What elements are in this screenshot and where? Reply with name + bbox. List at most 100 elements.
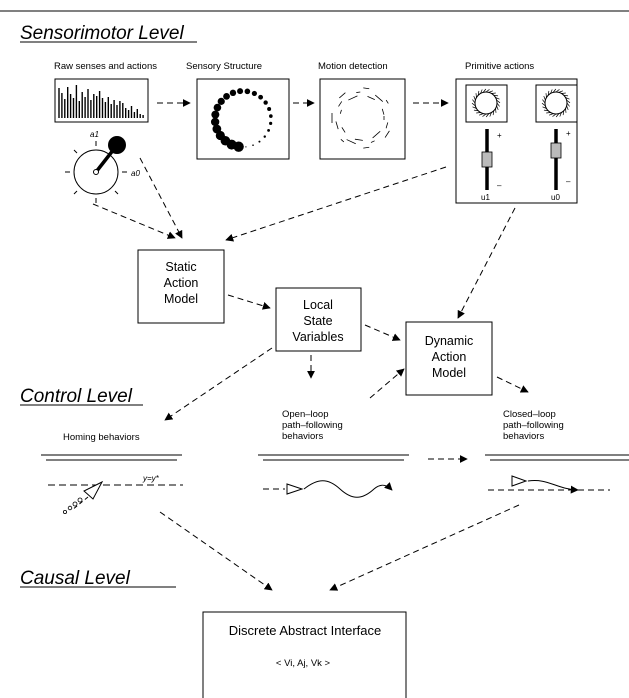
slider-u1: + – u1 xyxy=(481,129,502,202)
local-state-line-3: Variables xyxy=(292,330,343,344)
motion-vector xyxy=(385,122,389,129)
motion-vector xyxy=(367,95,375,101)
sensory-dot xyxy=(244,88,251,95)
slider-u0-label: u0 xyxy=(551,193,560,202)
sensory-dot xyxy=(213,103,222,112)
flow-tick xyxy=(543,96,546,101)
flow-tick xyxy=(555,113,560,118)
sensory-dot xyxy=(269,114,273,118)
primitive-actions-label: Primitive actions xyxy=(465,61,534,72)
homing-behaviors-label: Homing behaviors xyxy=(63,432,140,443)
dynamic-model-line-2: Action xyxy=(432,350,467,364)
motion-flow-field xyxy=(331,87,390,149)
flow-tick xyxy=(566,99,571,104)
flow-tick xyxy=(482,88,487,93)
arrow-homing-to-interface xyxy=(159,511,273,591)
motion-vector xyxy=(385,99,389,104)
sensory-dot xyxy=(245,146,247,148)
interface-tuple: < Vi, Aj, Vk > xyxy=(276,658,331,669)
open-loop-line-2: path–following xyxy=(282,420,343,431)
sensory-dot xyxy=(229,89,237,97)
arrow-dynamic-to-closedloop xyxy=(496,376,529,393)
raw-senses-histogram xyxy=(58,85,144,118)
sensory-dot xyxy=(252,144,254,146)
flow-tick xyxy=(482,113,487,117)
flow-tick xyxy=(489,112,492,117)
sensory-dot xyxy=(263,135,266,138)
flow-tick xyxy=(542,99,546,104)
flow-tick xyxy=(565,97,570,100)
homing-sketch: y=y* xyxy=(48,474,183,514)
flow-tick xyxy=(480,89,483,94)
dynamic-model-line-1: Dynamic xyxy=(425,334,474,348)
interface-box xyxy=(202,611,407,698)
flow-tick xyxy=(543,109,549,112)
motion-vector xyxy=(338,101,343,107)
sensory-ring xyxy=(210,88,273,152)
sensory-dot xyxy=(251,90,257,97)
causal-arrows xyxy=(159,504,520,591)
flow-tick xyxy=(549,113,554,116)
dial-pivot xyxy=(93,169,99,175)
sensorimotor-level-title: Sensorimotor Level xyxy=(20,23,184,44)
closed-loop-line-1: Closed–loop xyxy=(503,409,556,420)
slider-u0-handle xyxy=(550,142,562,159)
dial-knob xyxy=(108,136,126,154)
local-state-line-2: State xyxy=(303,314,332,328)
sensory-structure-label: Sensory Structure xyxy=(186,61,262,72)
slider-u0-plus: + xyxy=(566,129,571,138)
open-loop-path xyxy=(303,480,393,498)
dynamic-model-line-3: Model xyxy=(432,366,466,380)
motion-detection-panel xyxy=(319,78,406,160)
slider-u1-handle xyxy=(481,151,493,168)
action-dial: a1 a0 xyxy=(65,130,140,203)
dial-a0-label: a0 xyxy=(131,169,140,178)
flow-tick xyxy=(479,113,484,116)
flow-tick xyxy=(496,105,499,110)
sensory-dot xyxy=(212,124,222,134)
primitive-u0-flow-ring xyxy=(541,88,571,118)
closed-loop-robot-icon xyxy=(511,475,528,487)
arrow-primitive-to-dynamic xyxy=(457,207,516,319)
slider-u1-plus: + xyxy=(497,131,502,140)
flow-tick xyxy=(485,89,490,93)
sensory-dot xyxy=(237,88,244,95)
flow-tick xyxy=(492,110,495,116)
homing-trail xyxy=(63,497,83,514)
sensory-dot xyxy=(258,94,264,100)
flow-tick xyxy=(472,99,476,104)
closed-loop-path xyxy=(527,479,579,494)
open-loop-robot-icon xyxy=(286,483,304,495)
open-loop-sketch xyxy=(263,480,393,498)
dynamic-action-model-box xyxy=(405,321,493,396)
sensory-dot xyxy=(263,100,268,105)
flow-tick xyxy=(496,99,501,104)
static-model-line-3: Model xyxy=(164,292,198,306)
flow-tick xyxy=(563,94,569,97)
flow-tick xyxy=(552,88,557,93)
motion-vector xyxy=(348,95,358,101)
open-loop-line-3: behaviors xyxy=(282,431,323,442)
flow-tick xyxy=(473,96,476,101)
flow-tick xyxy=(550,89,553,94)
raw-senses-panel xyxy=(54,78,149,123)
closed-loop-line-2: path–following xyxy=(503,420,564,431)
slider-u0: + – u0 xyxy=(550,129,571,202)
motion-vector xyxy=(335,121,339,130)
arrow-closedloop-to-interface xyxy=(329,504,520,591)
motion-vector xyxy=(354,138,363,141)
homing-robot-icon xyxy=(83,480,104,500)
static-model-line-2: Action xyxy=(164,276,199,290)
open-loop-line-1: Open–loop xyxy=(282,409,328,420)
motion-vector xyxy=(363,146,370,149)
primitive-actions-panel: + – u1 + – u0 xyxy=(455,78,578,204)
flow-tick xyxy=(493,94,499,97)
control-level-title: Control Level xyxy=(20,386,133,407)
flow-tick xyxy=(566,105,569,110)
sensory-dot xyxy=(267,128,270,132)
sensory-structure-panel xyxy=(196,78,290,160)
static-model-line-1: Static xyxy=(165,260,196,274)
raw-senses-label: Raw senses and actions xyxy=(54,61,157,72)
sensory-dot xyxy=(211,110,220,119)
